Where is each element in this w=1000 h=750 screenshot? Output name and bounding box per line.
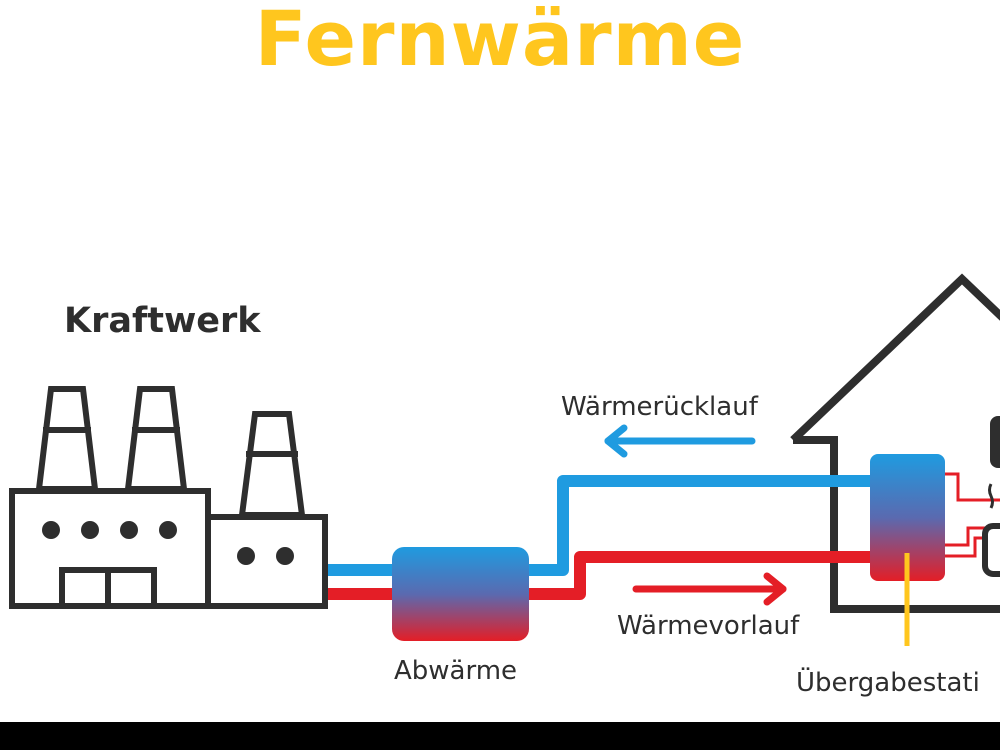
waermeruecklauf-label: Wärmerücklauf bbox=[561, 392, 758, 422]
transfer-station-exchanger bbox=[870, 454, 945, 646]
chimney-2 bbox=[124, 386, 188, 492]
house-appliance bbox=[990, 416, 1000, 468]
factory-icon bbox=[9, 386, 328, 609]
waermevorlauf-label: Wärmevorlauf bbox=[617, 611, 800, 641]
arrow-right-icon bbox=[632, 572, 787, 606]
side-building bbox=[205, 514, 328, 609]
house-wall-left bbox=[793, 436, 1000, 613]
diagram-canvas: Fernwärme Kraftwerk Wärmerücklauf Wärmev… bbox=[0, 0, 1000, 722]
house-roof bbox=[790, 273, 1000, 443]
chimney-1 bbox=[35, 386, 99, 492]
chimney-3 bbox=[238, 411, 306, 518]
page-title: Fernwärme bbox=[254, 0, 746, 83]
diagram-graphic bbox=[9, 273, 1000, 646]
factory-windows bbox=[42, 521, 294, 565]
kraftwerk-label: Kraftwerk bbox=[64, 301, 261, 341]
arrow-left-icon bbox=[604, 424, 756, 458]
house-icon bbox=[790, 273, 1000, 613]
uebergabestation-label: Übergabestati bbox=[796, 668, 980, 698]
bottom-bar bbox=[0, 722, 1000, 750]
abwaerme-label: Abwärme bbox=[394, 656, 518, 686]
radiator-icon bbox=[982, 483, 1000, 577]
heat-exchanger-icon bbox=[392, 547, 529, 641]
